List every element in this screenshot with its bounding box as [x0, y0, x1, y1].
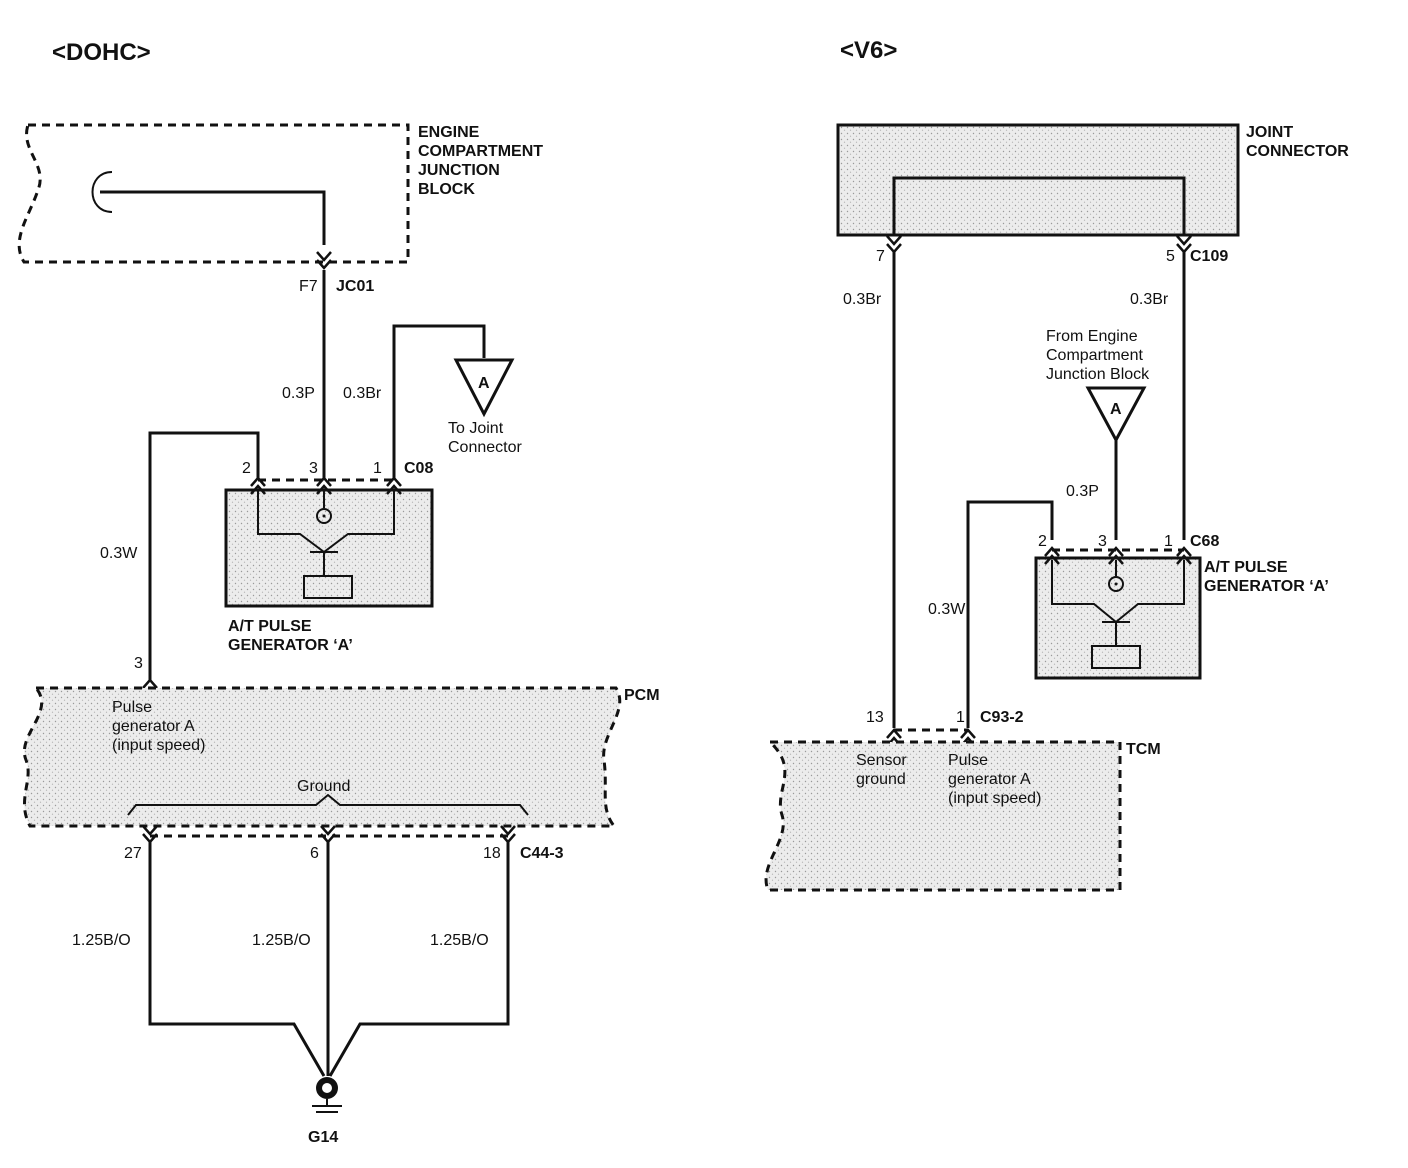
v6-pulse-signal-2: generator A [948, 771, 1031, 788]
jc01-pin-label: F7 [299, 278, 318, 295]
sensor-magnet-icon [303, 575, 353, 599]
v6-wire-0-3w-label: 0.3W [928, 601, 966, 618]
pcm-signal-3: (input speed) [112, 737, 205, 754]
pulse-gen-label-1: A/T PULSE [228, 618, 312, 635]
ground-label: Ground [297, 778, 350, 795]
wire-125-label-2: 1.25B/O [252, 932, 311, 949]
wire-125-label-3: 1.25B/O [430, 932, 489, 949]
dohc-section: <DOHC> ENGINE COMPARTMENT JUNCTION BLOCK… [17, 39, 660, 1146]
wire-125-label-1: 1.25B/O [72, 932, 131, 949]
v6-pulse-gen-label-2: GENERATOR ‘A’ [1204, 578, 1329, 595]
joint-connector-internal-wire [892, 176, 1186, 235]
pin-5: 5 [1166, 248, 1175, 265]
v6-sensor-magnet-icon [1091, 645, 1141, 669]
to-joint-line2: Connector [448, 439, 522, 456]
svg-text:BLOCK: BLOCK [418, 181, 475, 198]
c93-connector-label: C93-2 [980, 709, 1024, 726]
sensor-ground-2: ground [856, 771, 906, 788]
v6-pulse-signal-1: Pulse [948, 752, 988, 769]
ground-symbol-icon [312, 1099, 342, 1113]
joint-pin5-icon [1175, 234, 1193, 254]
from-ecjb-3: Junction Block [1046, 366, 1150, 383]
jc01-connector-label: JC01 [336, 278, 374, 295]
joint-label-2: CONNECTOR [1246, 143, 1349, 160]
joint-connector-box [836, 123, 1240, 237]
pulse-gen-label-2: GENERATOR ‘A’ [228, 637, 353, 654]
wire-0-3br [392, 324, 486, 478]
jc01-pin-icon [315, 250, 333, 270]
svg-text:JUNCTION: JUNCTION [418, 162, 500, 179]
v6-wire-0-3w [966, 500, 1054, 728]
pcm-pin-3: 3 [134, 655, 143, 672]
c44-pin18-icon [499, 824, 517, 844]
c44-pin27-icon [141, 824, 159, 844]
ref-a-triangle-icon [453, 358, 515, 418]
c109-connector-label: C109 [1190, 248, 1228, 265]
v6-wire-0-3br-right-label: 0.3Br [1130, 291, 1169, 308]
wire-0-3p-label: 0.3P [282, 385, 315, 402]
from-ecjb-2: Compartment [1046, 347, 1143, 364]
v6-section: <V6> JOINT CONNECTOR 7 5 C109 0.3Br 0.3B… [764, 37, 1349, 892]
v6-sensor-element-icon [1102, 621, 1130, 646]
svg-text:ENGINE: ENGINE [418, 124, 480, 141]
dohc-title: <DOHC> [52, 39, 151, 66]
v6-sensor-coil-icon [1108, 576, 1124, 592]
wire-0-3w-label: 0.3W [100, 545, 138, 562]
svg-text:COMPARTMENT: COMPARTMENT [418, 143, 543, 160]
c44-pin6-icon [319, 824, 337, 844]
joint-pin7-icon [885, 234, 903, 254]
pin-6: 6 [310, 845, 319, 862]
ground-wire-27 [148, 842, 326, 1077]
pin-18: 18 [483, 845, 501, 862]
ecjb-internal-wire [100, 190, 326, 245]
v6-title: <V6> [840, 37, 897, 64]
c08-connector-label: C08 [404, 460, 433, 477]
pcm-signal-2: generator A [112, 718, 195, 735]
c68-pin3: 3 [1098, 533, 1107, 550]
wire-0-3w [148, 431, 260, 680]
wire-0-3br-label: 0.3Br [343, 385, 382, 402]
pcm-label: PCM [624, 687, 660, 704]
c08-pin2: 2 [242, 460, 251, 477]
c08-pin1: 1 [373, 460, 382, 477]
c44-connector-label: C44-3 [520, 845, 564, 862]
c68-connector-label: C68 [1190, 533, 1219, 550]
tcm-label: TCM [1126, 741, 1161, 758]
c68-pin2: 2 [1038, 533, 1047, 550]
v6-wire-0-3p-label: 0.3P [1066, 483, 1099, 500]
ground-brace [127, 793, 529, 816]
sensor-ground-1: Sensor [856, 752, 907, 769]
pin-7: 7 [876, 248, 885, 265]
c68-pin1: 1 [1164, 533, 1173, 550]
c08-pin3: 3 [309, 460, 318, 477]
pin-13: 13 [866, 709, 884, 726]
v6-ref-a-label: A [1110, 401, 1122, 418]
ecjb-text: ENGINE COMPARTMENT JUNCTION BLOCK [418, 124, 543, 198]
tcm-module [764, 740, 1122, 892]
v6-pulse-generator-box [1034, 556, 1202, 680]
to-joint-line1: To Joint [448, 420, 504, 437]
pcm-signal-1: Pulse [112, 699, 152, 716]
pin-27: 27 [124, 845, 142, 862]
sensor-coil-icon [316, 508, 332, 524]
pin-1: 1 [956, 709, 965, 726]
sensor-element-icon [310, 551, 338, 576]
joint-label-1: JOINT [1246, 124, 1293, 141]
ecjb-block [17, 123, 410, 264]
v6-pulse-gen-label-1: A/T PULSE [1204, 559, 1288, 576]
v6-pulse-signal-3: (input speed) [948, 790, 1041, 807]
ref-a-label: A [478, 375, 490, 392]
from-ecjb-1: From Engine [1046, 328, 1138, 345]
v6-ref-a-triangle-icon [1085, 386, 1147, 444]
v6-wire-0-3br-left-label: 0.3Br [843, 291, 882, 308]
ecjb-fuse-icon [91, 171, 113, 213]
ground-g14-label: G14 [308, 1129, 338, 1146]
ground-wire-18 [328, 842, 510, 1077]
